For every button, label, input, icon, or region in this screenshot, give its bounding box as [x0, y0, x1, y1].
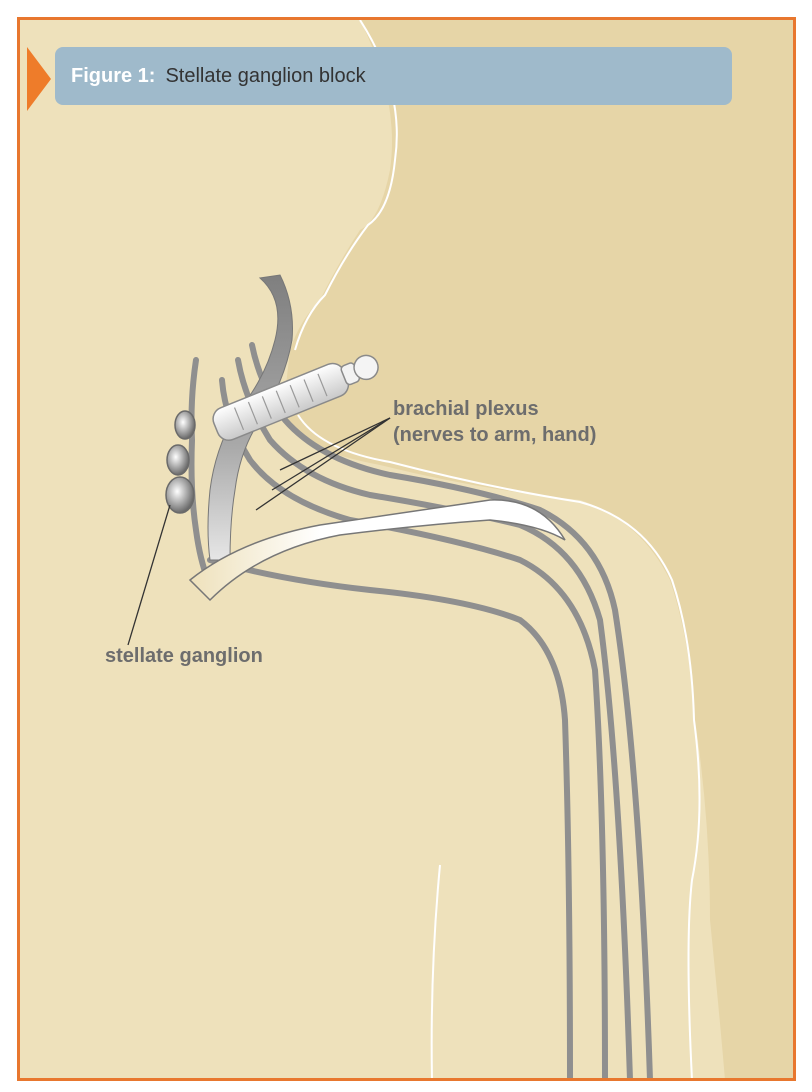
figure-title: Stellate ganglion block: [165, 64, 366, 87]
shoulder-outline: [297, 414, 701, 1078]
sympathetic-chain: [188, 357, 211, 583]
brachial-plexus-label-line1: brachial plexus: [393, 398, 539, 420]
syringe: [212, 354, 379, 441]
brachial-plexus-label: brachial plexus (nerves to arm, hand): [393, 396, 596, 448]
figure-title-bar: Figure 1: Stellate ganglion block: [55, 47, 732, 105]
neck-shoulder-shading: [282, 20, 793, 1078]
brachial-plexus-label-line2: (nerves to arm, hand): [393, 424, 597, 446]
clavicle: [188, 499, 566, 602]
stellate-leader-line: [127, 504, 171, 646]
figure-frame: Figure 1: Stellate ganglion block brachi…: [17, 17, 796, 1081]
illustration: [127, 20, 793, 1078]
stellate-ganglion-label: stellate ganglion: [105, 645, 263, 667]
figure-label: Figure 1:: [71, 64, 156, 87]
figure-marker-arrow: [27, 47, 51, 111]
brachial-leader-lines: [255, 417, 391, 511]
arm-inner-outline: [430, 864, 441, 1078]
stellate-ganglion-beads: [165, 410, 196, 514]
